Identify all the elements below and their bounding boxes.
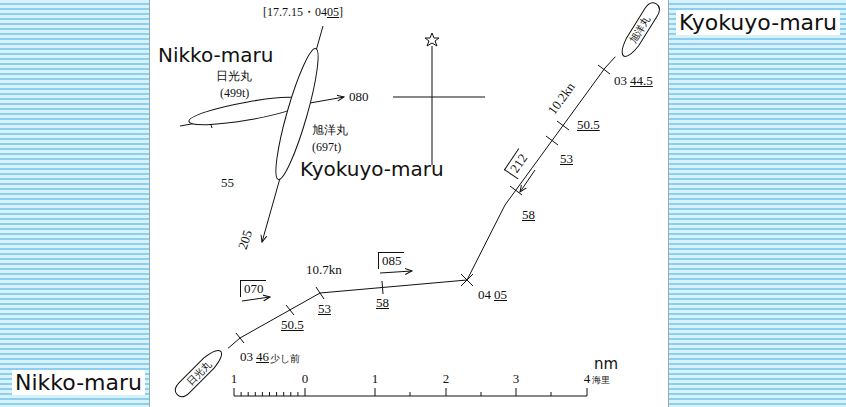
ship-name-en: Nikko-maru	[12, 370, 145, 395]
course: 085	[378, 252, 404, 269]
ship-name-en: Kyokuyo-maru	[676, 10, 840, 35]
time: 44.5	[630, 74, 653, 89]
date-time: [17.7.15・04	[263, 6, 327, 20]
time: 05	[494, 288, 507, 303]
ship-track	[228, 57, 615, 349]
date-time: ]	[339, 6, 343, 20]
ship-name-en: Nikko-maru	[158, 44, 273, 67]
unit: nm	[594, 356, 618, 373]
ship-name: 旭洋丸	[312, 124, 348, 138]
time: 04	[478, 288, 491, 303]
time: 50.5	[577, 118, 600, 133]
scale-number: 2	[443, 372, 450, 387]
unit: 海里	[592, 375, 610, 385]
time: 53	[560, 152, 573, 167]
course-arrow	[380, 271, 412, 273]
time: 46	[256, 350, 269, 365]
time: 58	[376, 296, 389, 311]
time: 03	[614, 74, 627, 89]
north-star	[425, 33, 439, 46]
north-line	[432, 46, 433, 165]
scale-number: 1	[231, 372, 238, 387]
course: 070	[240, 280, 266, 297]
time-ticks	[236, 65, 610, 343]
tonnage: (499t)	[220, 87, 249, 101]
time: 58	[522, 208, 535, 223]
ship-name-en: Kyokuyo-maru	[300, 158, 444, 181]
scale-number: 3	[513, 372, 520, 387]
course-arrow	[242, 297, 270, 301]
east-line	[393, 97, 485, 98]
time: 03	[240, 350, 253, 365]
scale-number: 0	[302, 372, 309, 387]
course: 080	[349, 90, 369, 105]
time: 53	[318, 302, 331, 317]
speed: 10.7kn	[306, 263, 342, 278]
scale-bar	[234, 388, 587, 396]
time: 50.5	[281, 318, 304, 333]
date-time: 05	[327, 6, 339, 20]
scale-number: 4	[584, 372, 591, 387]
tonnage: (697t)	[312, 141, 341, 155]
angle: 55	[221, 176, 234, 191]
time-note: 少し前	[270, 353, 300, 365]
scale-number: 1	[372, 372, 379, 387]
ship-name: 日光丸	[216, 70, 252, 84]
